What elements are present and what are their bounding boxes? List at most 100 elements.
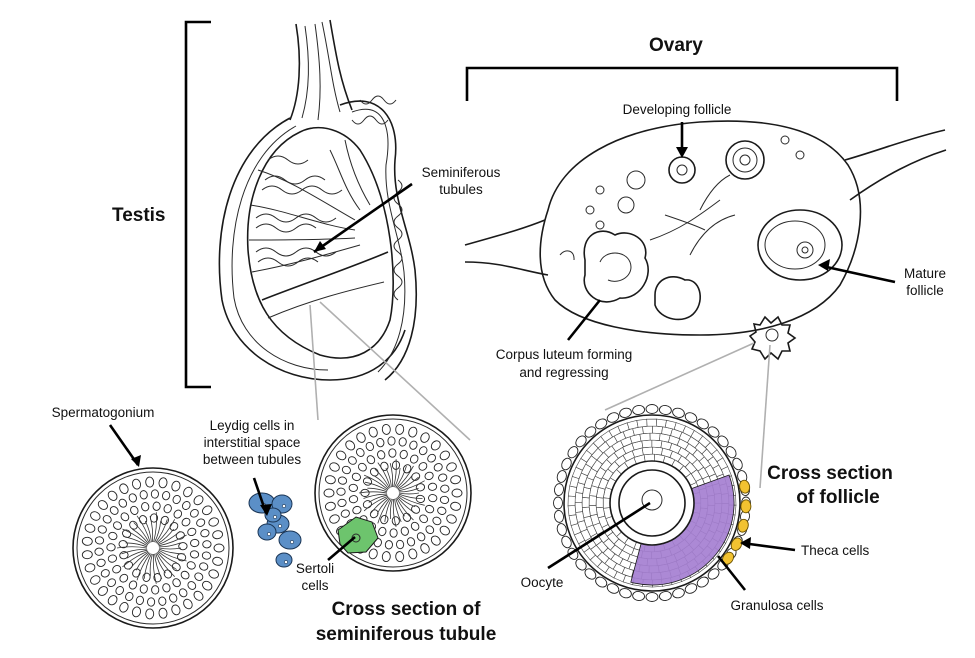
germ-cell [408, 426, 418, 438]
germ-cell [194, 572, 204, 581]
germ-cell [430, 440, 441, 451]
germ-cell [118, 540, 128, 549]
germ-cell [193, 495, 204, 506]
germ-cell [212, 556, 224, 566]
ovary-bracket [465, 66, 899, 101]
germ-cell [119, 483, 129, 494]
theca-cell [606, 583, 620, 594]
germ-cell [323, 488, 335, 498]
sperm-tail [396, 497, 414, 521]
sperm-tail [392, 498, 397, 528]
label-sertoli-2: cells [301, 578, 328, 593]
germ-cell [171, 480, 181, 492]
granulosa-cell [567, 505, 577, 517]
germ-cell [187, 581, 197, 590]
sperm-tail [385, 467, 392, 488]
germ-cell [380, 515, 389, 525]
theca-cell [561, 457, 572, 471]
germ-cell [193, 590, 204, 601]
germ-cell [396, 539, 405, 550]
sperm-tail [363, 493, 388, 499]
germ-cell [173, 509, 183, 519]
heading-cross-section-tubule-2: seminiferous tubule [316, 624, 497, 645]
germ-cell [329, 462, 340, 472]
sperm-tail [122, 550, 149, 568]
sperm-tail [363, 495, 389, 512]
germ-cell [115, 586, 124, 595]
germ-cell [450, 501, 462, 511]
seminiferous-tubule-left [72, 467, 234, 629]
sperm-tail [158, 547, 182, 550]
germ-cell [439, 525, 450, 536]
sperm-tail [126, 549, 148, 559]
sperm-tail [358, 491, 388, 494]
germ-cell [425, 525, 435, 535]
germ-cell [420, 432, 430, 443]
granulosa-cell [651, 439, 663, 449]
germ-cell [208, 517, 220, 527]
theca-cell [575, 435, 587, 448]
sperm-tail [122, 528, 149, 546]
theca-cell [696, 418, 709, 430]
germ-cell [324, 475, 336, 485]
germ-cell [356, 448, 365, 457]
label-granulosa-cells: Granulosa cells [730, 598, 823, 613]
germ-cell [378, 526, 387, 537]
label-arrows [108, 122, 896, 591]
germ-cell [352, 505, 362, 515]
sperm-tail [364, 481, 388, 492]
leydig-nucleus [278, 524, 282, 528]
granulosa-cell [602, 497, 611, 509]
germ-cell [145, 476, 155, 488]
label-theca-cells: Theca cells [801, 543, 870, 558]
sperm-tail [158, 542, 181, 548]
germ-cell [389, 528, 398, 538]
germ-cell [348, 495, 359, 504]
arrow-mature-follicle [821, 264, 896, 284]
sperm-tail [157, 550, 177, 564]
sperm-tails-right [358, 459, 425, 528]
germ-cell [433, 463, 443, 472]
germ-cell [451, 488, 463, 498]
germ-cell [112, 564, 122, 574]
theca-cell [658, 591, 672, 601]
testis-bracket [184, 20, 211, 389]
label-oocyte: Oocyte [521, 575, 564, 590]
germ-cell [428, 494, 438, 503]
germ-cell [107, 490, 118, 501]
germ-cell [132, 568, 141, 578]
granulosa-cell [636, 418, 648, 428]
germ-cell [139, 584, 148, 594]
sperm-tail [132, 528, 149, 545]
theca-cell-highlight [740, 499, 752, 514]
theca-cell [554, 509, 564, 523]
sperm-tail [368, 494, 388, 503]
germ-cell [356, 432, 366, 443]
germ-cell [183, 598, 193, 610]
germ-cell [158, 596, 167, 606]
sperm-tail [149, 553, 153, 576]
sperm-tail [136, 515, 151, 543]
oocyte-nucleus [641, 489, 663, 511]
sperm-tail [398, 487, 419, 493]
sperm-tail [377, 498, 391, 524]
germ-cell [94, 536, 105, 545]
sperm-tail [156, 552, 175, 577]
theca-cell [684, 412, 698, 423]
zona-pellucida [609, 460, 695, 546]
germ-cell [119, 573, 129, 583]
arrow-theca [741, 541, 796, 552]
germ-cell [135, 595, 144, 606]
germ-cell [97, 500, 108, 510]
germ-cell [376, 437, 385, 448]
sperm-tail [129, 551, 149, 570]
sperm-tail [389, 498, 393, 519]
germ-cell [199, 562, 209, 571]
theca-cell [561, 535, 572, 549]
tubule-cells-left [81, 476, 225, 620]
label-seminiferous-tubules-1: Seminiferous [422, 165, 501, 180]
germ-cell [190, 538, 200, 548]
germ-cell [347, 456, 357, 465]
germ-cell [399, 449, 408, 460]
germ-cell [158, 477, 168, 489]
